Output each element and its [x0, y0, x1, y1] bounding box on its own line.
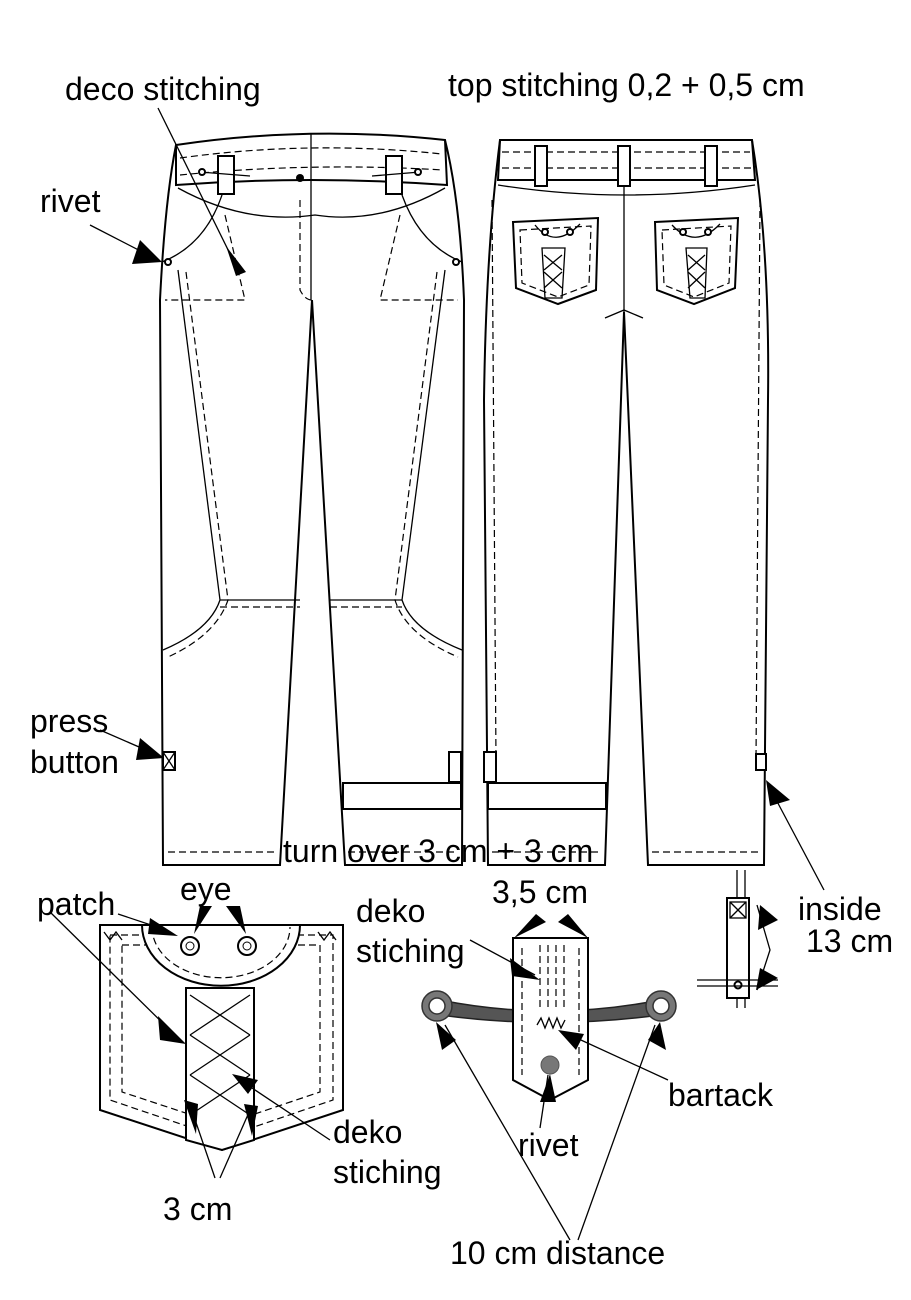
- label-dim-3-5cm: 3,5 cm: [492, 874, 588, 910]
- leader-lines: [49, 107, 825, 1241]
- back-pocket-right: [653, 216, 740, 306]
- front-pocket-right: [401, 194, 463, 263]
- back-left-leg-outline: [482, 139, 625, 866]
- annotation-labels: deco stitching top stitching 0,2 + 0,5 c…: [30, 67, 893, 1271]
- front-side-panel-right: [401, 269, 463, 651]
- label-bartack: bartack: [668, 1077, 774, 1113]
- label-inside-line2: 13 cm: [806, 923, 893, 959]
- label-rivet-bottom: rivet: [518, 1127, 579, 1163]
- front-button: [296, 174, 304, 182]
- front-left-leg-outline: [158, 144, 313, 866]
- label-eye: eye: [180, 871, 232, 907]
- back-belt-loop-2: [617, 145, 631, 187]
- label-deko-stiching-mid-line1: deko: [356, 893, 425, 929]
- label-inside-line1: inside: [798, 891, 882, 927]
- inside-detail: [697, 870, 778, 1008]
- pocket-patch: [140, 924, 302, 987]
- label-rivet-top: rivet: [40, 183, 101, 219]
- front-right-leg-outline: [311, 139, 466, 866]
- label-10cm-distance: 10 cm distance: [450, 1235, 665, 1271]
- label-patch: patch: [37, 886, 115, 922]
- back-belt-loop-3: [704, 145, 718, 187]
- inside-tab: [726, 897, 750, 999]
- back-view-pants: [482, 139, 770, 866]
- back-waistband: [496, 139, 757, 181]
- front-side-panel-left: [162, 269, 221, 651]
- front-pocket-left: [161, 194, 223, 263]
- back-right-leg-outline: [623, 139, 770, 866]
- front-view-pants: [158, 132, 466, 866]
- pocket-lacing-strip: [185, 987, 255, 1152]
- label-deko-stiching-mid-line2: stiching: [356, 933, 465, 969]
- back-cuff-left: [487, 782, 607, 810]
- label-turn-over: turn over 3 cm + 3 cm: [283, 833, 593, 869]
- back-belt-loop-1: [534, 145, 548, 187]
- label-deco-stitching: deco stitching: [65, 71, 261, 107]
- pocket-outline: [99, 924, 344, 1152]
- label-top-stitching: top stitching 0,2 + 0,5 cm: [448, 67, 805, 103]
- front-waistband: [175, 132, 449, 187]
- pocket-detail: [99, 924, 344, 1152]
- label-press-button-line1: press: [30, 703, 108, 739]
- label-deko-stiching-low-line1: deko: [333, 1114, 402, 1150]
- strap-tab: [512, 937, 589, 1102]
- label-deko-stiching-low-line2: stiching: [333, 1154, 442, 1190]
- label-3cm: 3 cm: [163, 1191, 232, 1227]
- bartack-stitch: [536, 1016, 566, 1030]
- strap-rivet: [540, 1055, 560, 1075]
- front-cuff-right: [342, 782, 462, 810]
- back-press-button: [755, 753, 767, 771]
- label-press-button-line2: button: [30, 744, 119, 780]
